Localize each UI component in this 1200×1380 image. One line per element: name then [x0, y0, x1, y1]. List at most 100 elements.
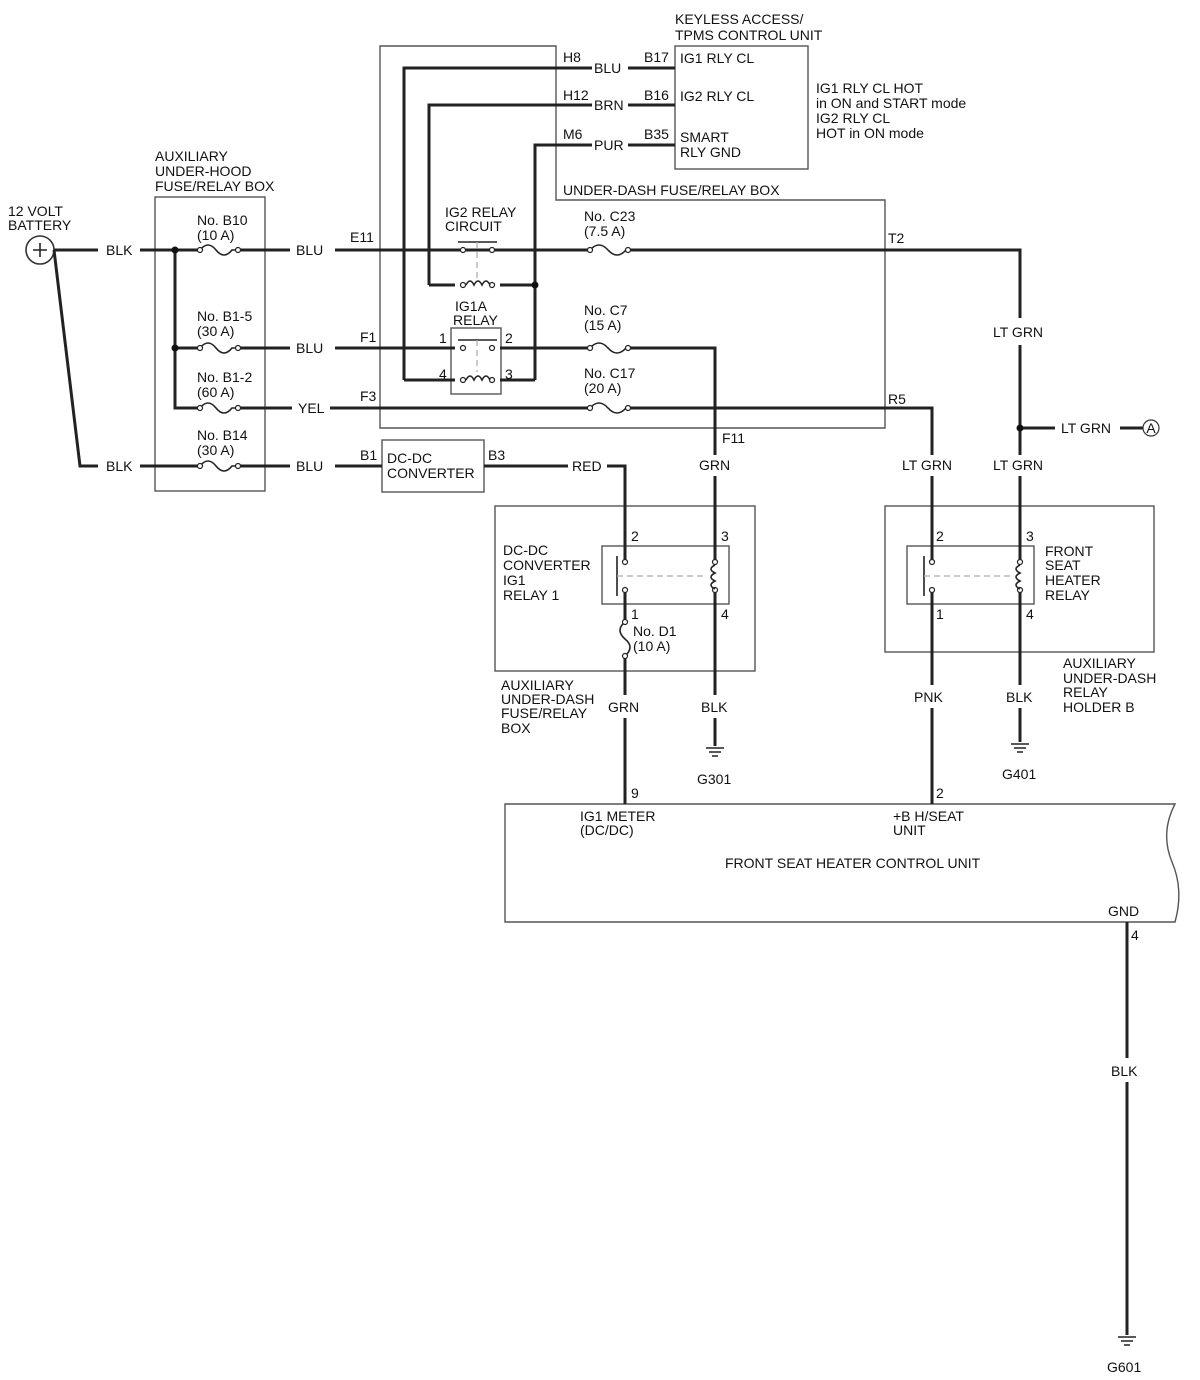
wire-label: LT GRN: [902, 457, 952, 473]
ig2-relay-switch-icon: [458, 241, 497, 278]
wire-pur-m6: [533, 143, 592, 380]
holder-label-2: UNDER-DASH: [1063, 670, 1156, 686]
pin-label: 9: [631, 785, 639, 801]
wire-blu-h8: [402, 66, 592, 380]
ground-g601-label: G601: [1107, 1359, 1141, 1375]
wire-label: LT GRN: [993, 324, 1043, 340]
rly-gnd-label: RLY GND: [680, 144, 741, 160]
holder-label-3: RELAY: [1063, 684, 1109, 700]
fuse-icon: [586, 342, 632, 354]
ig2-relay-label-2: CIRCUIT: [445, 218, 502, 234]
wire-c17-r5: [628, 406, 934, 455]
ig1a-relay-box: [450, 327, 502, 395]
fuse-c23-label: No. C23: [584, 208, 636, 224]
wire-label: BLK: [106, 458, 133, 474]
terminal-f11: F11: [722, 430, 745, 446]
ig1-meter-label: IG1 METER: [580, 808, 655, 824]
aux-dash-label: AUXILIARY: [501, 677, 575, 693]
ig1a-relay-coil-icon: [459, 375, 496, 384]
dcdc-relay-switch-icon: [616, 556, 706, 596]
wire-label: BLK: [1111, 1063, 1138, 1079]
dcdc-relay-box: [601, 545, 730, 605]
under-dash-box-label: UNDER-DASH FUSE/RELAY BOX: [563, 182, 780, 198]
wire-label: RED: [572, 458, 602, 474]
holder-label: AUXILIARY: [1063, 655, 1137, 671]
fuse-icon: [586, 244, 632, 256]
fuse-icon: [196, 244, 242, 256]
terminal-b3: B3: [488, 447, 505, 463]
terminal-m6: M6: [563, 126, 583, 142]
wire-battery-blk-2: [52, 249, 98, 468]
terminal-r5: R5: [888, 391, 906, 407]
control-unit-label: FRONT SEAT HEATER CONTROL UNIT: [725, 855, 981, 871]
terminal-b16: B16: [644, 87, 669, 103]
dcdc-relay-label-3: IG1: [503, 572, 526, 588]
ig1a-relay-label: IG1A: [455, 298, 488, 314]
pin-label: 2: [936, 785, 944, 801]
battery-plus-icon: [33, 243, 47, 257]
pin-label: 1: [936, 606, 944, 622]
bh-seat-label-2: UNIT: [893, 822, 926, 838]
fuse-d1-rating: (10 A): [633, 638, 670, 654]
note-line: in ON and START mode: [816, 95, 966, 111]
fuse-c17-rating: (20 A): [584, 380, 621, 396]
wire-c7-f11: [628, 346, 717, 455]
fuse-b15-label: No. B1-5: [197, 308, 252, 324]
aux-hood-label: AUXILIARY: [155, 148, 229, 164]
wire-label: LT GRN: [1061, 420, 1111, 436]
dcdc-relay-label: DC-DC: [503, 542, 548, 558]
pin-label: 4: [439, 366, 447, 382]
ground-g301-label: G301: [697, 771, 731, 787]
fuse-b15-rating: (30 A): [197, 323, 234, 339]
fuse-d1-label: No. D1: [633, 623, 677, 639]
fuse-c7-label: No. C7: [584, 302, 628, 318]
fuse-icon: [619, 618, 631, 660]
fuse-icon: [586, 402, 632, 414]
wire-label: LT GRN: [993, 457, 1043, 473]
dcdc-label: DC-DC: [387, 450, 432, 466]
control-unit-box: [504, 803, 1180, 923]
wire-label: GRN: [608, 699, 639, 715]
junction-dot: [531, 281, 539, 289]
wire-label: PUR: [594, 137, 624, 153]
fsh-relay-label: FRONT: [1045, 543, 1094, 559]
keyless-label-2: TPMS CONTROL UNIT: [675, 27, 823, 43]
terminal-h8: H8: [563, 49, 581, 65]
keyless-label: KEYLESS ACCESS/: [675, 11, 804, 27]
connector-a-icon: [1142, 419, 1160, 437]
wire-label: BRN: [594, 97, 624, 113]
fsh-relay-label-2: SEAT: [1045, 557, 1081, 573]
connector-a-label: A: [1146, 420, 1156, 436]
note-line: HOT in ON mode: [816, 125, 924, 141]
bh-seat-label: +B H/SEAT: [893, 808, 964, 824]
fuse-b10-label: No. B10: [197, 212, 248, 228]
junction-dot: [1016, 424, 1024, 432]
under-dash-box: [379, 45, 886, 429]
pin-label: 4: [1131, 927, 1139, 943]
terminal-f3: F3: [360, 388, 377, 404]
fuse-b12-label: No. B1-2: [197, 369, 252, 385]
aux-under-hood-box: [154, 196, 266, 492]
wire-brn-h12: [427, 103, 592, 285]
aux-dash-label-3: FUSE/RELAY: [501, 705, 588, 721]
dcdc-label-2: CONVERTER: [387, 465, 475, 481]
pin-label: 3: [721, 528, 729, 544]
wire-c23-t2: [628, 248, 1022, 318]
fuse-c7-rating: (15 A): [584, 317, 621, 333]
ground-icon-g401: [1011, 743, 1029, 753]
ig1-meter-label-2: (DC/DC): [580, 822, 634, 838]
fuse-b10-rating: (10 A): [197, 227, 234, 243]
fsh-relay-label-4: RELAY: [1045, 587, 1091, 603]
pin-label: 3: [1026, 528, 1034, 544]
wire-label: BLU: [296, 340, 323, 356]
ig2-rly-cl: IG2 RLY CL: [680, 88, 754, 104]
pin-label: 2: [936, 528, 944, 544]
ig1-rly-cl: IG1 RLY CL: [680, 50, 754, 66]
holder-label-4: HOLDER B: [1063, 699, 1135, 715]
ground-icon-g301: [706, 747, 724, 757]
battery-label: 12 VOLT: [8, 203, 63, 219]
terminal-b35: B35: [644, 126, 669, 142]
wire-label: PNK: [914, 689, 943, 705]
terminal-b17: B17: [644, 49, 669, 65]
